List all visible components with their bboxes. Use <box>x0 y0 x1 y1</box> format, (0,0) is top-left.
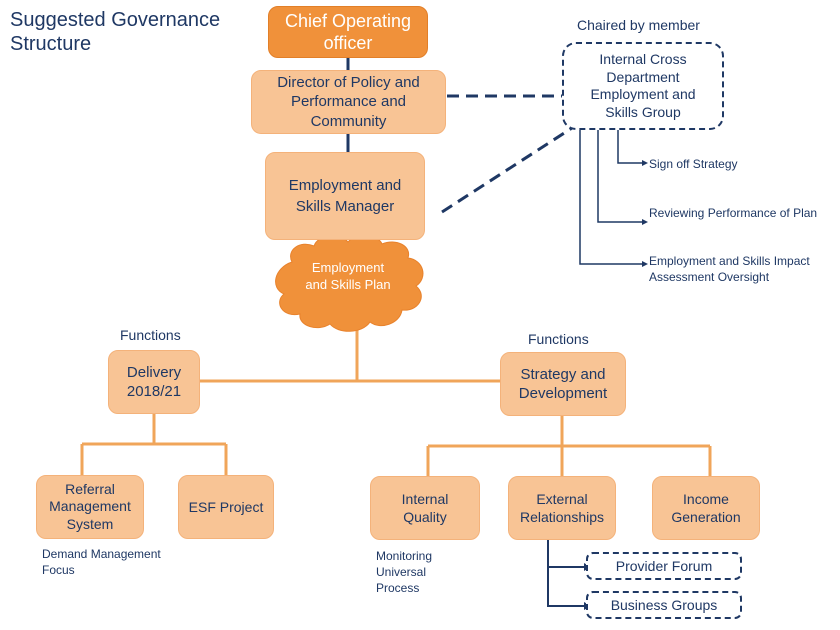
functions-label-left: Functions <box>120 327 181 343</box>
chief-operating-officer-box: Chief Operating officer <box>268 6 428 58</box>
referral-note: Demand Management Focus <box>42 547 161 578</box>
cross-department-group-box: Internal Cross Department Employment and… <box>562 42 724 130</box>
external-provider-link <box>547 540 584 568</box>
manager-group-dashed-link <box>441 126 573 214</box>
chaired-by-label: Chaired by member <box>577 17 700 33</box>
output-line-2 <box>597 130 642 223</box>
delivery-box: Delivery 2018/21 <box>108 350 200 414</box>
output-sign-off-strategy: Sign off Strategy <box>649 157 738 171</box>
provider-forum-box: Provider Forum <box>586 552 742 580</box>
referral-management-box: Referral Management System <box>36 475 144 539</box>
output-line-3 <box>579 130 642 265</box>
external-business-link <box>547 567 584 607</box>
internal-quality-box: Internal Quality <box>370 476 480 540</box>
business-groups-box: Business Groups <box>586 591 742 619</box>
functions-label-right: Functions <box>528 331 589 347</box>
income-generation-box: Income Generation <box>652 476 760 540</box>
strategy-development-box: Strategy and Development <box>500 352 626 416</box>
director-policy-box: Director of Policy and Performance and C… <box>251 70 446 134</box>
employment-skills-manager-box: Employment and Skills Manager <box>265 152 425 240</box>
output-impact-assessment: Employment and Skills Impact Assessment … <box>649 254 810 284</box>
employment-skills-plan-label: Employment and Skills Plan <box>305 260 391 292</box>
page-title: Suggested Governance Structure <box>10 9 221 56</box>
output-line-1 <box>617 130 642 164</box>
output-reviewing-performance: Reviewing Performance of Plan <box>649 206 818 220</box>
esf-project-box: ESF Project <box>178 475 274 539</box>
external-relationships-box: External Relationships <box>508 476 616 540</box>
internal-quality-note: Monitoring Universal Process <box>376 549 433 596</box>
